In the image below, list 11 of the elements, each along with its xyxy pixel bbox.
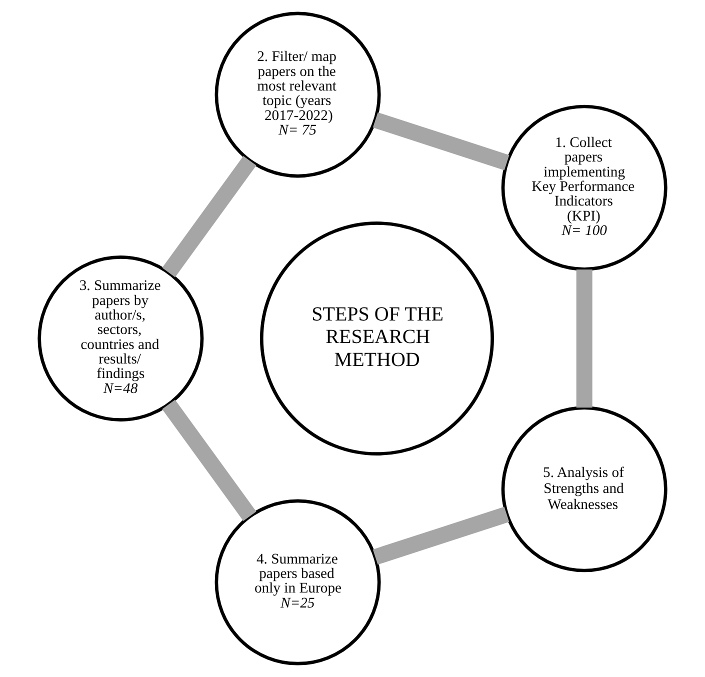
node-circle: 4. Summarize papers based only in Europe N=25	[214, 499, 381, 666]
connector	[372, 506, 510, 565]
connector	[372, 112, 510, 170]
node-circle: 3. Summarize papers by author/s, sectors, countries and results/ findings N=48	[38, 256, 204, 422]
connector	[576, 269, 592, 408]
connector	[162, 400, 256, 521]
node-circle: 2. Filter/ map papers on the most relevant topic (years 2017-2022) N= 75	[214, 12, 381, 178]
node-circle: 1. Collect papers implementing Key Performance Indicators (KPI) N= 100	[501, 104, 668, 271]
connector	[162, 156, 256, 278]
node-circle: STEPS OF THE RESEARCH METHOD	[260, 222, 494, 456]
node-circle: 5. Analysis of Strengths and Weaknesses	[501, 406, 668, 572]
